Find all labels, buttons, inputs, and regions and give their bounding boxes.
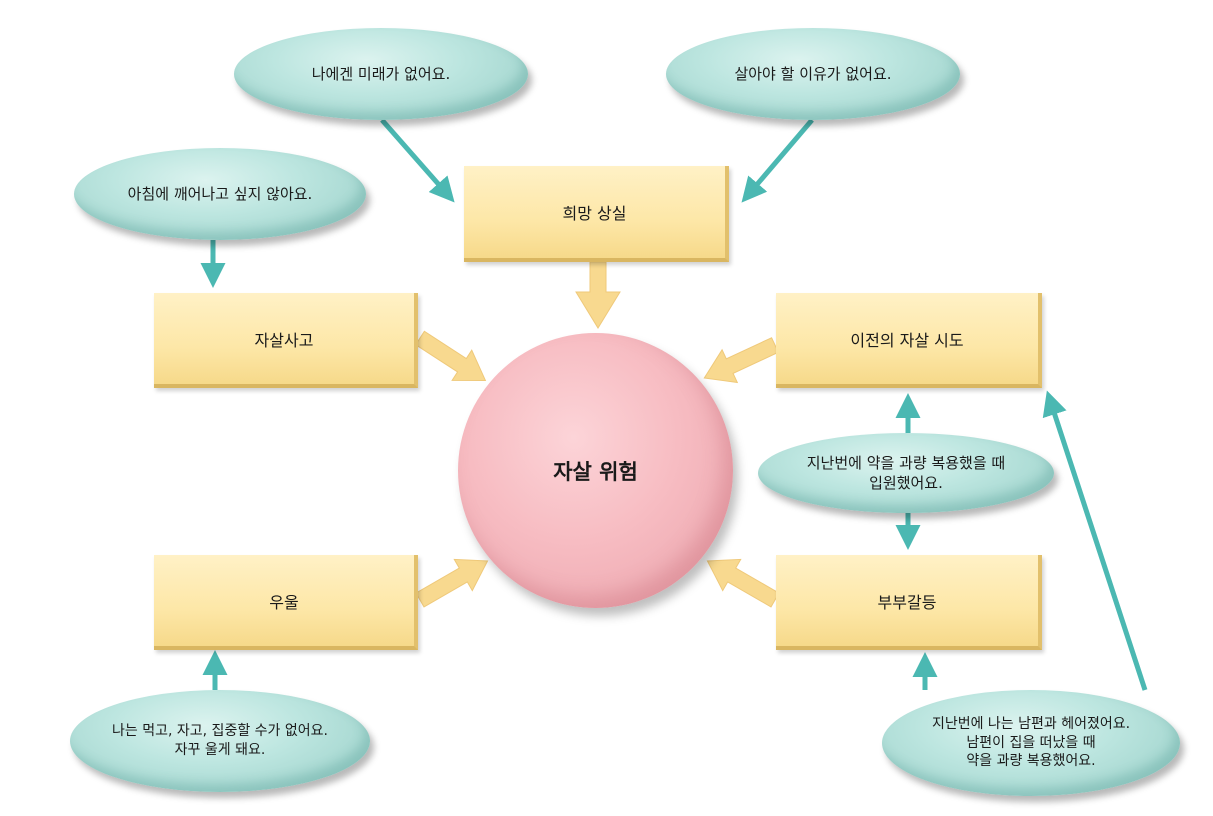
bubble-no-future-text: 나에겐 미래가 없어요.	[311, 64, 451, 83]
bubble-no-wake: 아침에 깨어나고 싶지 않아요.	[74, 148, 366, 240]
bubble-overdose-text: 지난번에 약을 과량 복용했을 때 입원했어요.	[806, 453, 1006, 492]
arrow-depression-to-center	[415, 558, 489, 608]
box-depression-label: 우울	[269, 592, 299, 612]
suicide-risk-label: 자살 위험	[553, 459, 638, 484]
bubble-cant-eat-text: 나는 먹고, 자고, 집중할 수가 없어요. 자꾸 울게 돼요.	[112, 723, 328, 758]
arrow-attempt-to-center	[703, 337, 780, 384]
arrow-no-future-to-hope	[380, 118, 455, 203]
arrow-conflict-to-center	[706, 558, 780, 608]
bubble-no-future: 나에겐 미래가 없어요.	[234, 28, 528, 120]
box-depression: 우울	[154, 555, 418, 650]
box-prior-attempt-label: 이전의 자살 시도	[850, 330, 964, 350]
bubble-no-wake-text: 아침에 깨어나고 싶지 않아요.	[127, 184, 313, 203]
box-hope-loss-label: 희망 상실	[562, 204, 627, 223]
arrow-hope-to-center	[575, 261, 621, 329]
arrow-divorce-to-attempt	[1042, 390, 1148, 691]
suicide-risk-circle: 자살 위험	[458, 333, 733, 608]
bubble-divorce-text: 지난번에 나는 남편과 헤어졌어요. 남편이 집을 떠났을 때 약을 과량 복용…	[931, 715, 1131, 770]
arrow-no-reason-to-hope	[741, 118, 814, 203]
box-suicidal-thoughts-label: 자살사고	[254, 330, 314, 350]
box-suicidal-thoughts: 자살사고	[154, 293, 418, 388]
box-prior-attempt: 이전의 자살 시도	[776, 293, 1042, 388]
box-marital-conflict: 부부갈등	[776, 555, 1042, 650]
bubble-cant-eat: 나는 먹고, 자고, 집중할 수가 없어요. 자꾸 울게 돼요.	[70, 690, 370, 792]
bubble-no-reason: 살아야 할 이유가 없어요.	[666, 28, 960, 120]
box-marital-conflict-label: 부부갈등	[877, 592, 937, 612]
arrow-thoughts-to-center	[414, 330, 487, 381]
bubble-divorce: 지난번에 나는 남편과 헤어졌어요. 남편이 집을 떠났을 때 약을 과량 복용…	[882, 690, 1180, 796]
box-hope-loss: 희망 상실	[464, 166, 729, 262]
bubble-no-reason-text: 살아야 할 이유가 없어요.	[734, 64, 892, 83]
bubble-overdose: 지난번에 약을 과량 복용했을 때 입원했어요.	[758, 433, 1054, 513]
